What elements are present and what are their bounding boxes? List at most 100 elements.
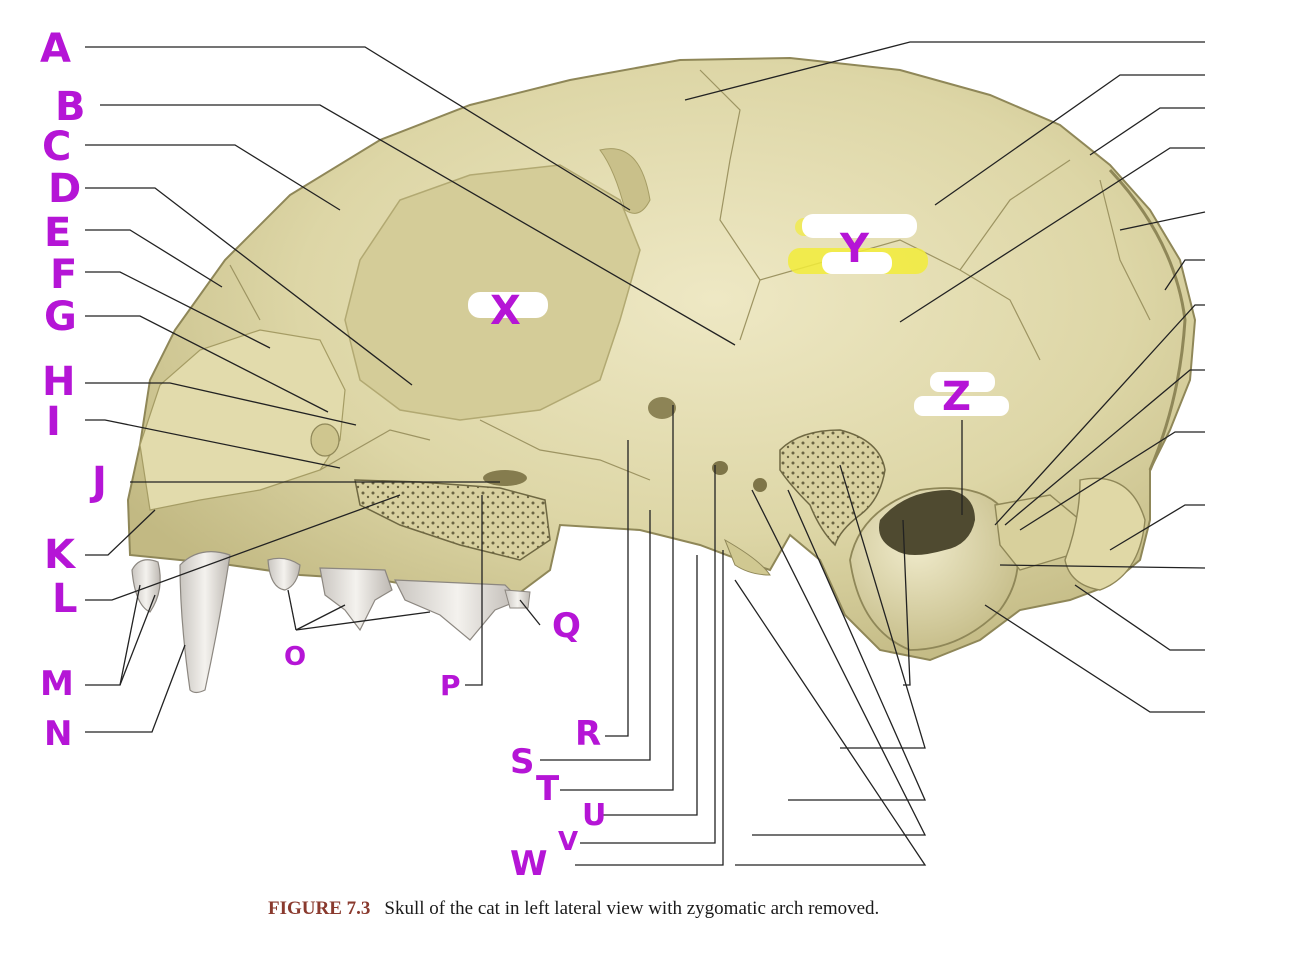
label-l: L (52, 576, 78, 622)
leader-d (85, 187, 413, 386)
label-h: H (42, 359, 75, 405)
figure-caption-text: Skull of the cat in left lateral view wi… (384, 898, 880, 919)
leader-q (519, 599, 541, 626)
premolar-3 (319, 567, 393, 632)
label-u: U (582, 798, 606, 833)
leader-bottom-5 (902, 519, 911, 686)
occipital-condyle (1064, 477, 1146, 591)
leader-r (605, 440, 629, 737)
label-k: K (44, 532, 77, 578)
premolar-2 (267, 557, 301, 591)
leader-p (465, 495, 483, 686)
leader-o3 (295, 611, 431, 631)
label-g: G (44, 294, 77, 340)
nuchal-crest (1108, 168, 1187, 471)
bottom-label-group: O P Q R S T U V W (284, 606, 606, 884)
label-i: I (46, 399, 61, 445)
leader-right-4 (899, 147, 1205, 323)
maxilla-section (354, 479, 551, 561)
leader-b (100, 104, 736, 346)
canine-tooth (179, 551, 231, 694)
infraorbital-foramen (483, 470, 527, 486)
leader-right-8 (1004, 369, 1205, 526)
leader-u (598, 555, 698, 816)
leader-w (575, 550, 724, 866)
leader-right-9 (1019, 431, 1205, 531)
leader-right-12 (1074, 584, 1205, 651)
molar (504, 589, 531, 609)
leader-h (85, 382, 357, 426)
suture-lines (229, 69, 1151, 481)
label-x: X (490, 288, 521, 334)
white-patch-y-top (802, 214, 917, 238)
leader-right-6 (1164, 259, 1205, 291)
label-d: D (48, 166, 81, 212)
region-label-group: X Y Z (490, 226, 971, 420)
orbital-fissure (712, 461, 728, 475)
leader-n (85, 644, 186, 733)
leader-bottom-3 (787, 489, 926, 801)
leader-right-13 (984, 604, 1205, 713)
label-w: W (510, 844, 548, 884)
leader-s (540, 510, 651, 761)
leader-bottom-1 (734, 579, 927, 866)
leader-t (560, 405, 674, 791)
leader-k (85, 509, 156, 556)
label-m: M (40, 664, 74, 704)
label-c: C (42, 124, 71, 170)
leader-f (85, 271, 271, 349)
label-o: O (284, 642, 306, 672)
leader-right-1 (684, 41, 1205, 101)
leader-l (85, 494, 401, 601)
leader-e (85, 229, 223, 288)
external-auditory-meatus (879, 490, 975, 555)
label-n: N (44, 714, 72, 754)
pterygoid-hamulus (724, 538, 771, 576)
zygomatic-root-section (779, 429, 886, 547)
leader-right-3 (1089, 107, 1205, 156)
cat-skull-illustration (126, 56, 1197, 694)
leader-i (85, 419, 341, 469)
carnassial-premolar (394, 579, 522, 641)
label-z: Z (942, 374, 971, 420)
label-e: E (44, 210, 71, 256)
leader-g (85, 315, 329, 413)
label-j: J (89, 459, 107, 505)
leader-bottom-4 (839, 464, 926, 749)
facial-region (139, 329, 346, 511)
leader-o2 (295, 604, 346, 631)
leader-lines (85, 41, 1206, 866)
label-b: B (55, 84, 86, 130)
white-patch-z-bottom (914, 396, 1009, 416)
white-patch-z-top (930, 372, 995, 392)
foramen-rotundum (753, 478, 767, 492)
leader-o1 (287, 589, 297, 631)
leader-m2 (119, 594, 156, 686)
lacrimal-fossa (310, 423, 340, 457)
leader-c (85, 144, 341, 211)
white-patch-y-bottom (822, 252, 892, 274)
leader-right-7 (994, 304, 1205, 526)
label-r: R (575, 714, 601, 754)
white-patch-x (468, 292, 548, 318)
label-y: Y (839, 226, 870, 272)
postorbital-ridge (599, 148, 651, 214)
label-p: P (440, 669, 461, 702)
label-q: Q (552, 606, 581, 646)
leader-bottom-2 (751, 489, 927, 836)
optic-foramen (648, 397, 676, 419)
left-label-group: A B C D E F G H I J K L M N (40, 26, 107, 754)
label-s: S (510, 742, 535, 782)
leader-right-10 (1109, 504, 1205, 551)
leader-a (85, 46, 631, 211)
label-v: V (558, 827, 578, 857)
leader-v (580, 465, 716, 844)
label-t: T (536, 769, 560, 809)
leader-right-11 (999, 564, 1206, 569)
label-a: A (40, 26, 71, 72)
leader-right-2 (934, 74, 1205, 206)
label-f: F (50, 252, 77, 298)
leader-right-5 (1119, 211, 1206, 231)
figure-number: FIGURE 7.3 (268, 898, 371, 919)
